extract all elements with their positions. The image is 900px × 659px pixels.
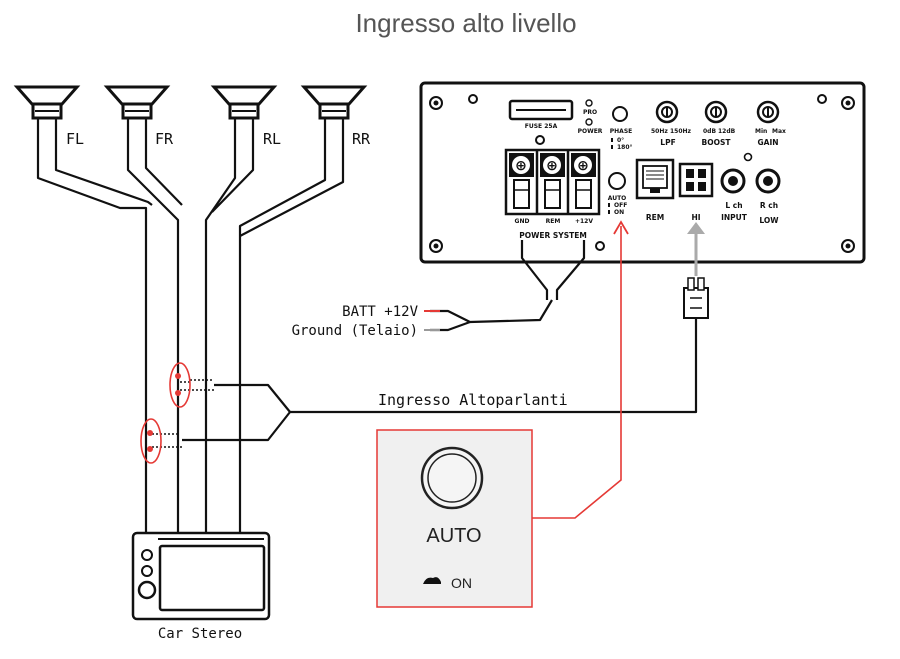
speaker-taps	[140, 318, 698, 464]
hi-port[interactable]	[678, 162, 714, 198]
auto-button-zoom[interactable]	[420, 446, 484, 510]
speaker-rr	[300, 85, 368, 120]
power-terminals: ⊕ ⊕ ⊕	[504, 148, 601, 216]
phase-opt-180: 180°	[617, 144, 633, 151]
svg-text:⊕: ⊕	[577, 158, 589, 174]
boost-max: 12dB	[718, 128, 736, 135]
lpf-label: LPF	[660, 138, 675, 147]
lpf-min: 50Hz	[651, 128, 668, 135]
terminal-12v-label: +12V	[575, 218, 593, 225]
rem-port[interactable]	[635, 158, 675, 200]
label-car-stereo: Car Stereo	[158, 626, 242, 642]
lch-label: L ch	[725, 201, 742, 210]
rch-label: R ch	[760, 201, 778, 210]
svg-text:⊕: ⊕	[515, 158, 527, 174]
phase-label: PHASE	[610, 128, 632, 135]
gain-max: Max	[772, 128, 786, 135]
boost-min: 0dB	[703, 128, 716, 135]
pro-led-icon	[585, 99, 593, 107]
auto-switch[interactable]	[608, 172, 626, 190]
speaker-wires	[36, 118, 345, 620]
speaker-label-rr: RR	[352, 130, 371, 148]
speaker-label-rl: RL	[263, 130, 281, 148]
auto-inset: AUTO ON	[376, 429, 533, 608]
rca-left[interactable]	[720, 168, 746, 194]
label-batt: BATT +12V	[342, 304, 418, 320]
car-stereo	[131, 531, 271, 621]
input-label: INPUT	[721, 213, 748, 222]
speaker-icon	[13, 85, 81, 106]
power-led-icon	[585, 118, 593, 126]
hi-port-label: HI	[691, 213, 700, 222]
svg-text:⊕: ⊕	[546, 158, 558, 174]
pointer-line	[532, 226, 622, 519]
label-speaker-input: Ingresso Altoparlanti	[378, 391, 568, 409]
tap-marker-lower	[140, 418, 162, 464]
gain-knob[interactable]	[756, 100, 780, 124]
terminal-rem-label: REM	[546, 218, 561, 225]
power-system-label: POWER SYSTEM	[519, 231, 587, 240]
toggle-on-icon	[423, 577, 441, 584]
phase-switch[interactable]	[612, 106, 628, 122]
power-led-label: POWER	[578, 128, 603, 135]
auto-opt-off: OFF	[614, 202, 627, 209]
speaker-icon	[300, 85, 368, 106]
lpf-max: 150Hz	[670, 128, 692, 135]
speaker-rl	[210, 85, 278, 120]
speaker-icon	[103, 85, 171, 106]
inset-on-label: ON	[451, 575, 472, 591]
tap-marker-upper	[169, 362, 191, 408]
speaker-fl	[13, 85, 81, 120]
label-ground: Ground (Telaio)	[292, 323, 418, 339]
power-wires	[430, 240, 586, 332]
lpf-knob[interactable]	[655, 100, 679, 124]
pro-led-label: PRO	[583, 109, 597, 116]
rca-right[interactable]	[755, 168, 781, 194]
auto-opt-on: ON	[614, 209, 624, 216]
boost-label: BOOST	[702, 138, 732, 147]
fuse-label: FUSE 25A	[525, 123, 558, 130]
inset-auto-label: AUTO	[426, 525, 481, 547]
amplifier-panel: FUSE 25A PRO POWER PHASE 0° 180° AUTO OF…	[419, 81, 866, 264]
page-title: Ingresso alto livello	[355, 8, 576, 38]
hi-plug	[683, 277, 709, 319]
speaker-label-fl: FL	[66, 130, 84, 148]
low-label: LOW	[759, 216, 779, 225]
boost-knob[interactable]	[704, 100, 728, 124]
terminal-gnd-label: GND	[515, 218, 530, 225]
speaker-fr	[103, 85, 171, 120]
speaker-label-fr: FR	[155, 130, 174, 148]
gain-min: Min	[755, 128, 767, 135]
phase-opt-0: 0°	[617, 137, 624, 144]
auto-label: AUTO	[608, 195, 627, 202]
rem-port-label: REM	[646, 213, 664, 222]
gain-label: GAIN	[757, 138, 778, 147]
speaker-icon	[210, 85, 278, 106]
